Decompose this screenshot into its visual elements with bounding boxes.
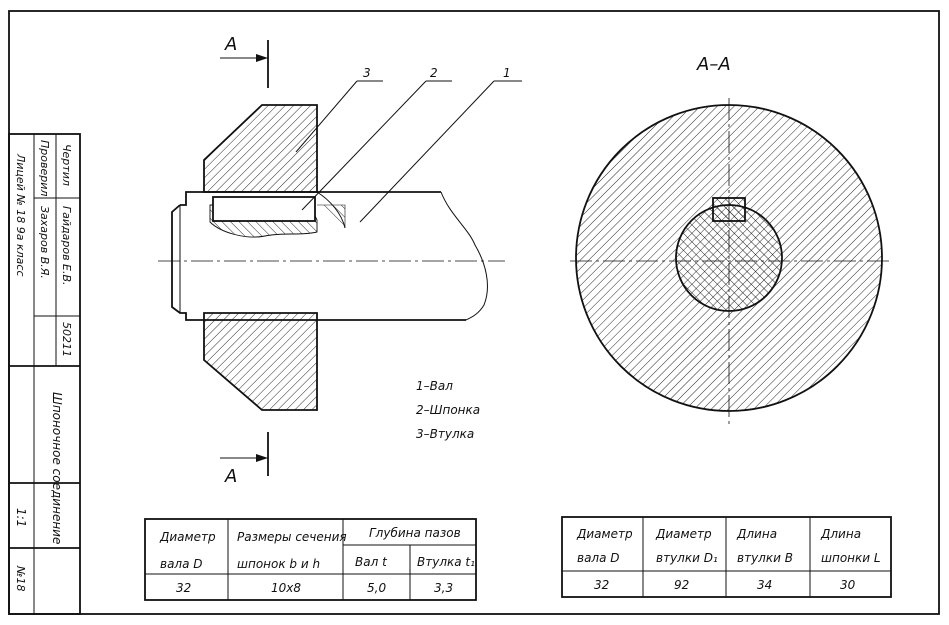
callout-3: 3 (295, 66, 383, 153)
svg-text:92: 92 (674, 578, 689, 592)
svg-text:шпонки L: шпонки L (821, 551, 881, 565)
section-view-title: A–A (696, 54, 731, 75)
title-sheet-number: №18 (14, 565, 27, 591)
callout-2: 2 (301, 66, 452, 211)
svg-text:2: 2 (430, 66, 438, 80)
title-block (8, 133, 81, 615)
table-right (561, 516, 892, 598)
title-drawing-name: Шпоночное соединение (50, 392, 64, 544)
hub-lower-section (203, 312, 318, 411)
section-plane-mark-bottom: A (220, 432, 269, 487)
svg-text:30: 30 (840, 578, 856, 592)
svg-text:Втулка t₁: Втулка t₁ (417, 555, 475, 569)
svg-text:Размеры сечения: Размеры сечения (237, 530, 347, 544)
svg-text:Длина: Длина (820, 527, 861, 541)
parts-legend: 1–Вал 2–Шпонка 3–Втулка (416, 379, 480, 441)
callout-1: 1 (359, 66, 522, 223)
title-name-checked: Захаров В.Я. (38, 206, 51, 279)
svg-text:втулки B: втулки B (737, 551, 793, 565)
title-role-checked: Проверил (38, 140, 51, 196)
title-role-drew: Чертил (60, 144, 73, 186)
title-scale: 1:1 (14, 508, 28, 527)
legend-item-key: 2–Шпонка (416, 403, 480, 417)
svg-text:32: 32 (594, 578, 609, 592)
title-date: 50211 (60, 322, 73, 357)
svg-text:вала D: вала D (160, 557, 203, 571)
svg-text:3,3: 3,3 (434, 581, 453, 595)
svg-text:1: 1 (503, 66, 511, 80)
svg-text:10x8: 10x8 (271, 581, 301, 595)
section-plane-mark-top: A (220, 34, 269, 88)
svg-text:Вал t: Вал t (355, 555, 388, 569)
title-school: Лицей № 18 9а класс (14, 153, 27, 277)
svg-text:втулки D₁: втулки D₁ (656, 551, 718, 565)
svg-text:Глубина пазов: Глубина пазов (369, 526, 461, 540)
svg-text:3: 3 (363, 66, 371, 80)
table-left (144, 518, 477, 601)
legend-item-shaft: 1–Вал (416, 379, 453, 393)
legend-item-hub: 3–Втулка (416, 427, 474, 441)
svg-text:34: 34 (757, 578, 772, 592)
svg-text:Длина: Длина (736, 527, 777, 541)
section-label-bottom: A (224, 466, 237, 487)
svg-text:32: 32 (176, 581, 191, 595)
svg-text:5,0: 5,0 (367, 581, 386, 595)
svg-text:вала D: вала D (577, 551, 620, 565)
hub-upper-section (203, 104, 318, 193)
shaft-break-line (440, 191, 488, 321)
svg-text:Диаметр: Диаметр (159, 530, 216, 544)
svg-text:шпонок b и h: шпонок b и h (237, 557, 320, 571)
title-name-drew: Гайдаров Е.В. (60, 206, 73, 286)
svg-text:Диаметр: Диаметр (655, 527, 712, 541)
section-label-top: A (224, 34, 237, 55)
key (212, 196, 316, 222)
svg-text:Диаметр: Диаметр (576, 527, 633, 541)
